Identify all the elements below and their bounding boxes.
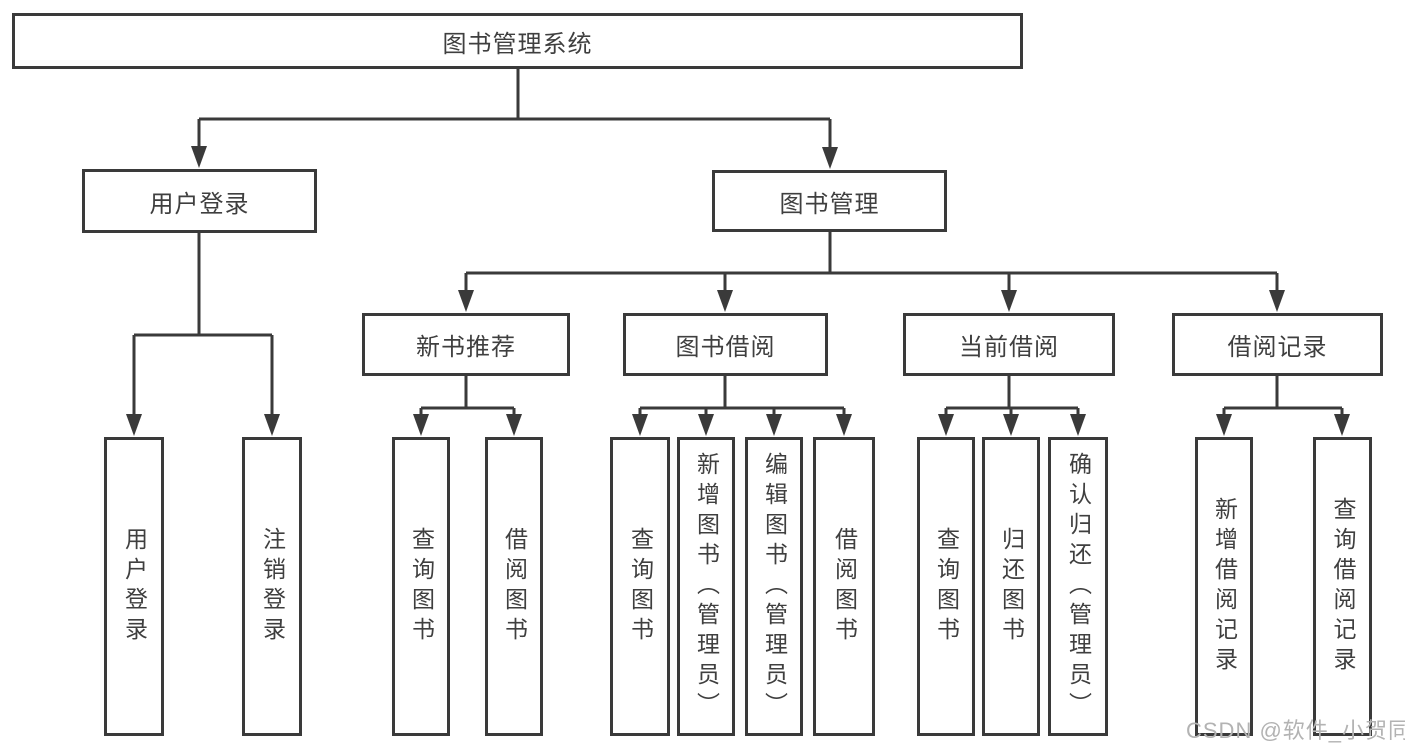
leaf-query-borrow-record: 查询借阅记录 (1313, 437, 1372, 736)
node-new-book-recommend: 新书推荐 (362, 313, 570, 376)
leaf-borrow-books-recommend: 借阅图书 (485, 437, 543, 736)
leaf-edit-books-admin: 编辑图书（管理员） (745, 437, 803, 736)
csdn-watermark: CSDN @软件_小贺同学 (1186, 718, 1405, 743)
node-current-borrowing: 当前借阅 (903, 313, 1115, 376)
leaf-query-books-borrowing: 查询图书 (610, 437, 670, 736)
arrowhead-icons (126, 146, 1350, 436)
node-book-management: 图书管理 (712, 170, 947, 232)
leaf-return-books: 归还图书 (982, 437, 1040, 736)
leaf-add-borrow-record: 新增借阅记录 (1195, 437, 1253, 736)
node-user-login: 用户登录 (82, 169, 317, 233)
node-book-borrowing: 图书借阅 (623, 313, 828, 376)
node-borrowing-records: 借阅记录 (1172, 313, 1383, 376)
leaf-add-books-admin: 新增图书（管理员） (677, 437, 735, 736)
leaf-user-login: 用户登录 (104, 437, 164, 736)
leaf-logout: 注销登录 (242, 437, 302, 736)
leaf-query-books-recommend: 查询图书 (392, 437, 450, 736)
node-library-system: 图书管理系统 (12, 13, 1023, 69)
leaf-confirm-return-admin: 确认归还（管理员） (1048, 437, 1108, 736)
leaf-borrow-books: 借阅图书 (813, 437, 875, 736)
leaf-query-books-current: 查询图书 (917, 437, 975, 736)
